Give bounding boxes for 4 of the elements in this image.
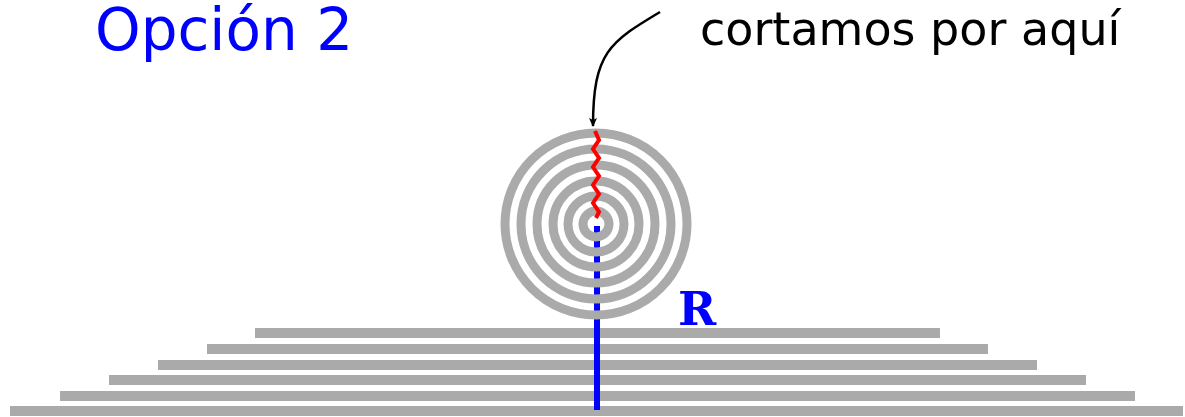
arrow xyxy=(589,10,661,127)
option-title: Opción 2 xyxy=(95,0,354,64)
callout-text: cortamos por aquí xyxy=(700,2,1121,56)
radius-label: R xyxy=(678,282,717,336)
